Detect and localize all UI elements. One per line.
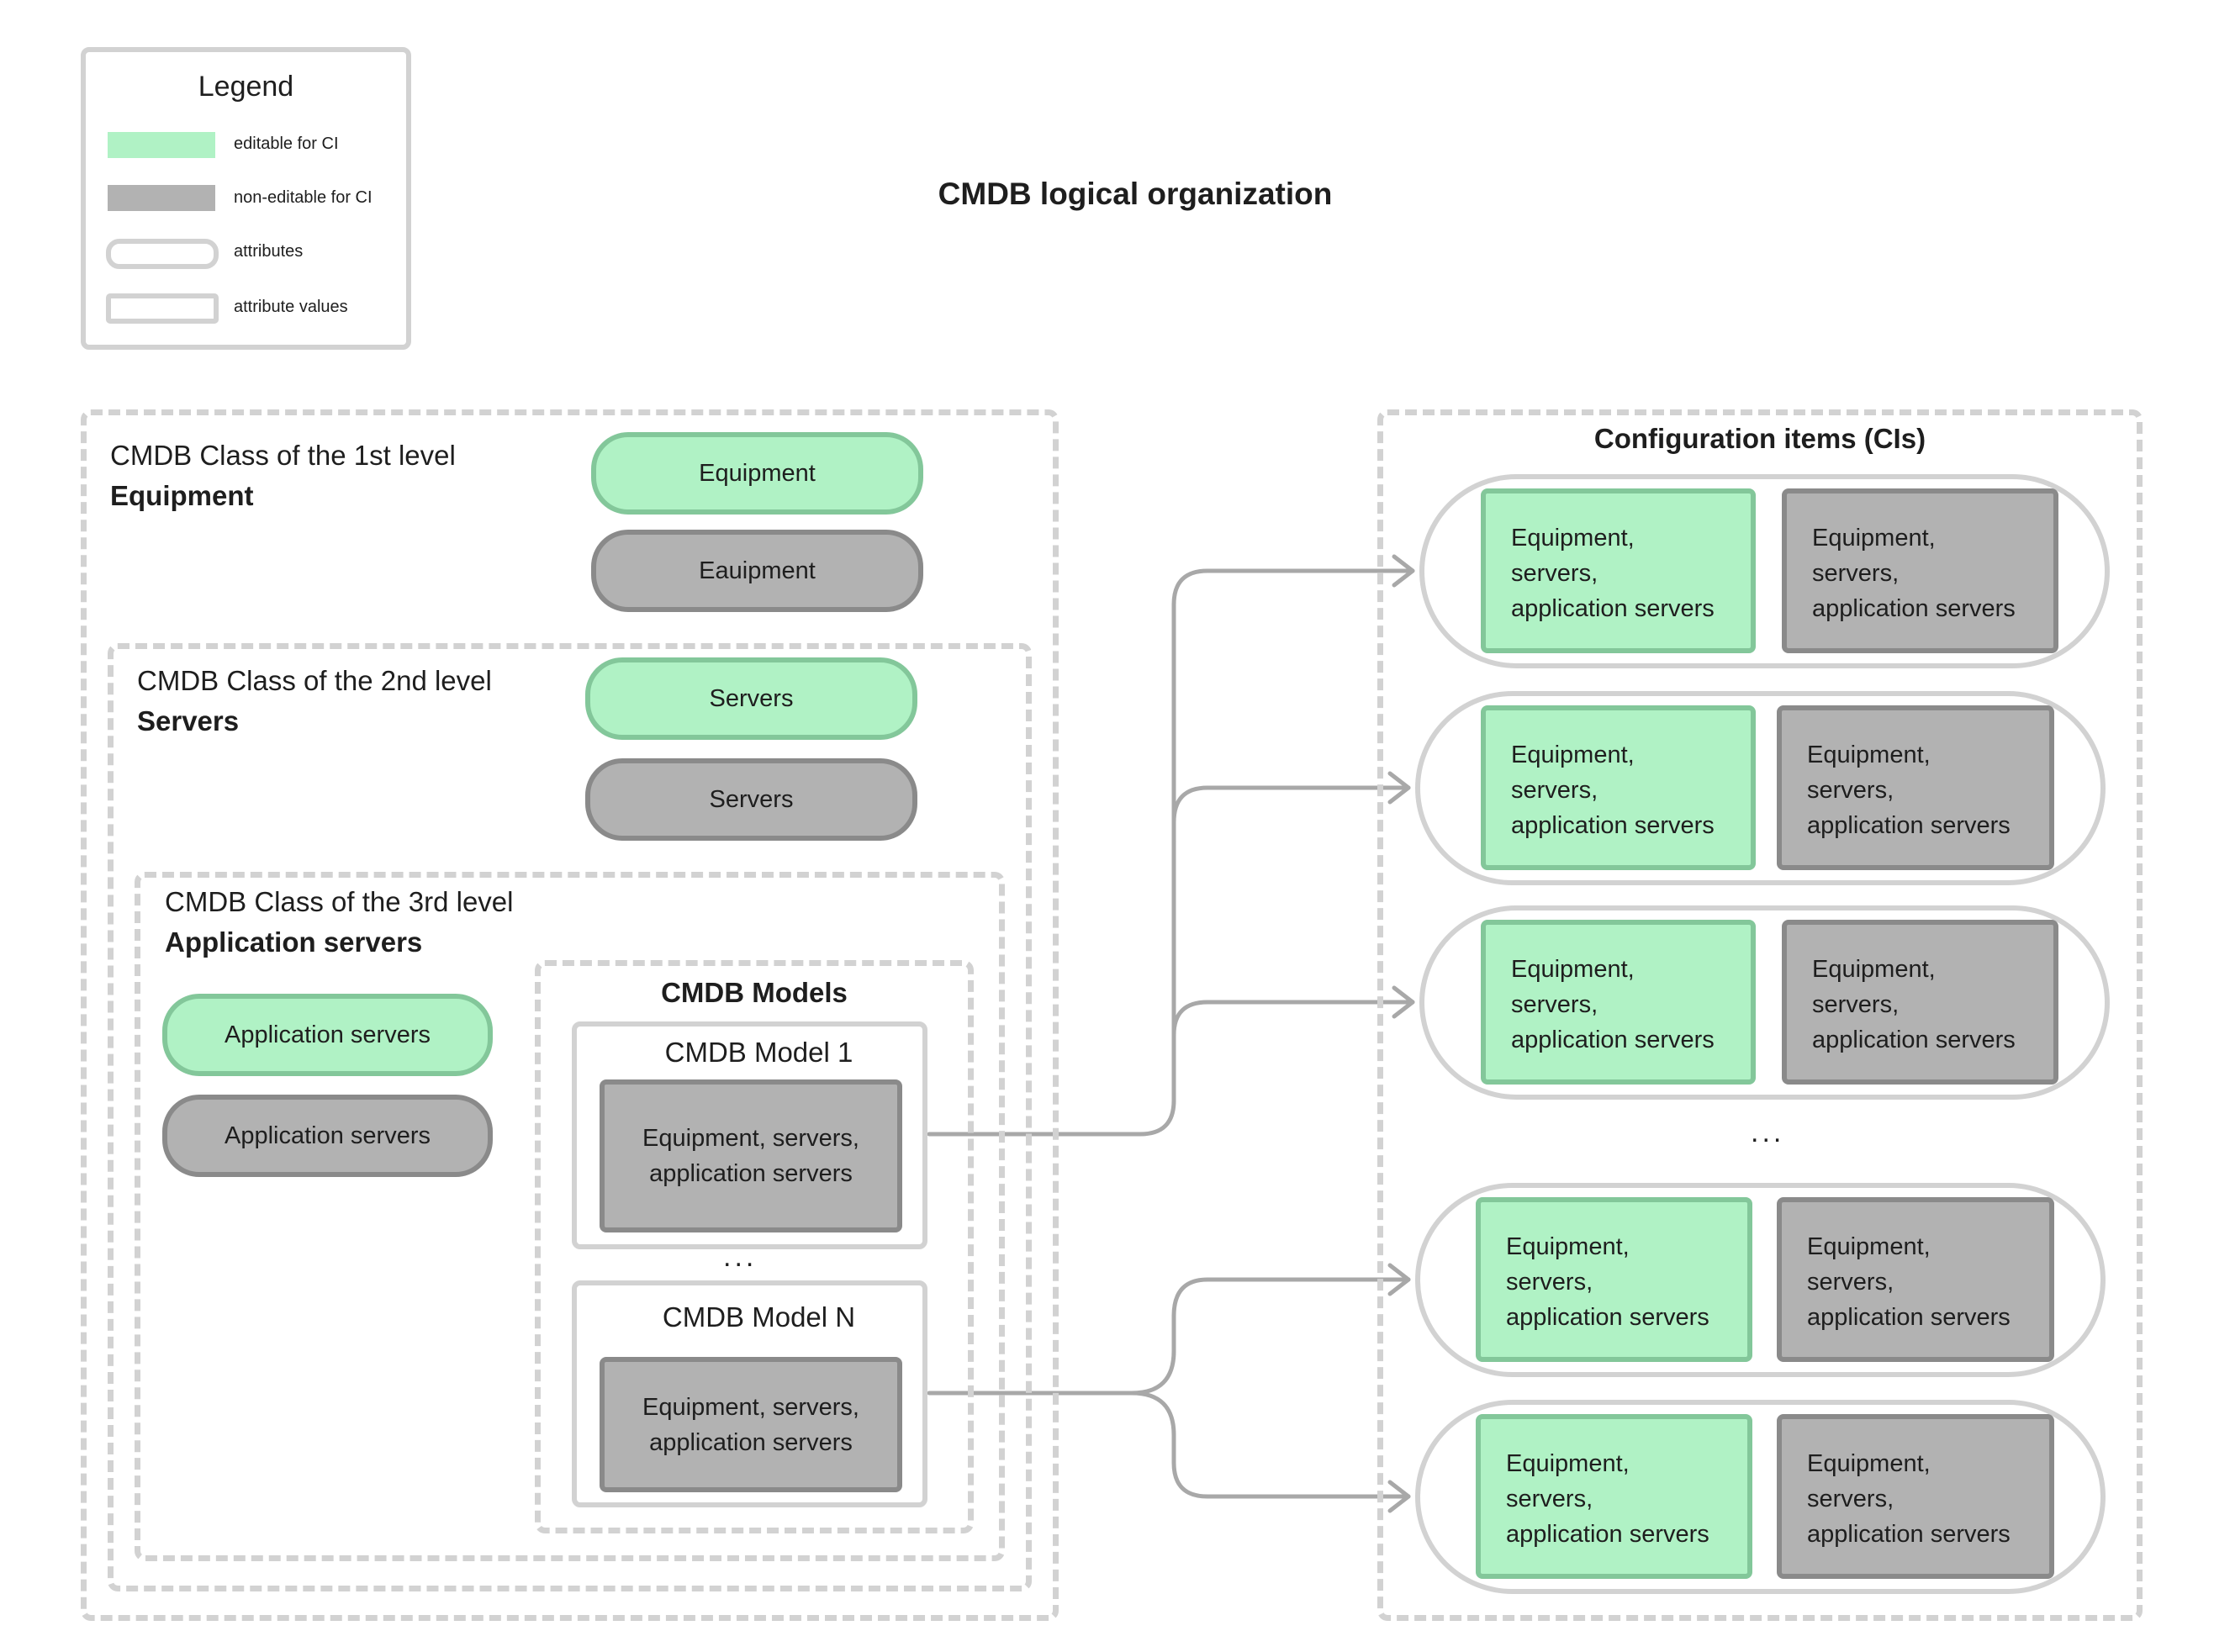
class-level-1 [81,409,1059,1621]
ci-line: servers, [1506,1486,1593,1512]
ci-line: servers, [1511,991,1598,1018]
ci-3-editable-values: Equipment, servers, application servers [1481,920,1756,1085]
class-level-3 [135,872,1005,1561]
cis-ellipsis: ... [1751,1116,1785,1148]
legend-swatch-noneditable [108,185,215,211]
cmdb-models-title: CMDB Models [661,977,848,1008]
class-level-2-name: Servers [137,705,240,736]
ci-line: servers, [1807,777,1894,804]
attr-servers-editable: Servers [585,657,917,740]
class-level-1-caption: CMDB Class of the 1st level [110,440,456,471]
legend-title: Legend [198,71,294,103]
ci-line: Equipment, [1807,1233,1931,1260]
arrow-modelN-ci5 [1129,1391,1411,1499]
ci-line: Equipment, [1511,742,1635,768]
ci-line: servers, [1807,1486,1894,1512]
class-level-3-title: CMDB Class of the 3rd level Application … [165,882,513,963]
ci-line: Equipment, [1511,956,1635,983]
page-title: CMDB logical organization [938,177,1333,211]
legend: Legend editable for CI non-editable for … [81,47,411,350]
arrow-model1-ci1 [927,568,1415,1137]
ci-line: application servers [1506,1304,1709,1331]
cmdb-model-1-title: CMDB Model 1 [664,1037,853,1068]
ci-line: application servers [1812,1027,2016,1053]
attr-app-servers-editable: Application servers [162,994,493,1076]
ci-5-editable-values: Equipment, servers, application servers [1476,1414,1752,1579]
ci-line: Equipment, [1506,1450,1630,1477]
ci-line: servers, [1511,560,1598,587]
ci-line: servers, [1511,777,1598,804]
cis-title: Configuration items (CIs) [1593,423,1926,454]
ci-line: servers, [1812,991,1900,1018]
legend-swatch-attribute-values [106,293,219,324]
attr-servers-noneditable: Servers [585,758,917,841]
cmdb-model-n-values-line2: application servers [649,1428,853,1456]
ci-line: Equipment, [1506,1233,1630,1260]
legend-swatch-editable [108,132,215,158]
arrow-model1-ci2 [1171,785,1411,843]
ci-line: application servers [1511,812,1715,839]
ci-line: application servers [1511,595,1715,622]
attr-equipment-noneditable: Eauipment [591,530,923,612]
legend-label-editable: editable for CI [234,135,339,153]
legend-swatch-attributes [106,239,219,269]
legend-label-attributes: attributes [234,242,304,261]
class-level-1-title: CMDB Class of the 1st level Equipment [110,435,456,516]
ci-line: servers, [1807,1269,1894,1296]
attr-app-servers-noneditable: Application servers [162,1095,493,1177]
ci-line: application servers [1812,595,2016,622]
class-level-2-caption: CMDB Class of the 2nd level [137,665,492,696]
cmdb-model-1-values-line1: Equipment, servers, [642,1125,859,1152]
ci-1-noneditable-values: Equipment, servers, application servers [1782,488,2058,653]
class-level-2 [108,643,1032,1591]
ci-line: Equipment, [1812,956,1936,983]
ci-2-editable-values: Equipment, servers, application servers [1481,705,1756,870]
legend-label-attribute-values: attribute values [234,298,348,316]
ci-line: application servers [1807,812,2011,839]
arrow-model1-ci3 [1171,1000,1415,1037]
ci-4-noneditable-values: Equipment, servers, application servers [1777,1197,2054,1362]
ci-line: application servers [1807,1521,2011,1548]
ci-1-editable-values: Equipment, servers, application servers [1481,488,1756,653]
ci-line: servers, [1812,560,1900,587]
cmdb-model-1-values: Equipment, servers, application servers [600,1079,902,1232]
class-level-3-caption: CMDB Class of the 3rd level [165,886,514,917]
cmdb-model-n-values: Equipment, servers, application servers [600,1357,902,1492]
ci-line: application servers [1511,1027,1715,1053]
cmdb-model-1-values-line2: application servers [649,1160,853,1187]
ci-line: Equipment, [1812,525,1936,552]
ci-line: application servers [1807,1304,2011,1331]
attr-equipment-editable: Equipment [591,432,923,515]
cmdb-model-n-values-line1: Equipment, servers, [642,1393,859,1421]
class-level-3-name: Application servers [165,926,423,958]
ci-line: Equipment, [1807,742,1931,768]
class-level-1-name: Equipment [110,480,254,511]
ci-line: servers, [1506,1269,1593,1296]
cmdb-model-n-title: CMDB Model N [662,1301,856,1333]
class-level-2-title: CMDB Class of the 2nd level Servers [137,661,492,742]
ci-line: Equipment, [1511,525,1635,552]
ci-2-noneditable-values: Equipment, servers, application servers [1777,705,2054,870]
models-ellipsis: ... [723,1241,758,1273]
arrow-modelN-ci4 [927,1277,1411,1396]
ci-5-noneditable-values: Equipment, servers, application servers [1777,1414,2054,1579]
ci-line: Equipment, [1807,1450,1931,1477]
legend-label-noneditable: non-editable for CI [234,188,373,207]
ci-line: application servers [1506,1521,1709,1548]
ci-3-noneditable-values: Equipment, servers, application servers [1782,920,2058,1085]
cmdb-models [535,960,974,1533]
configuration-items [1377,409,2143,1621]
ci-4-editable-values: Equipment, servers, application servers [1476,1197,1752,1362]
